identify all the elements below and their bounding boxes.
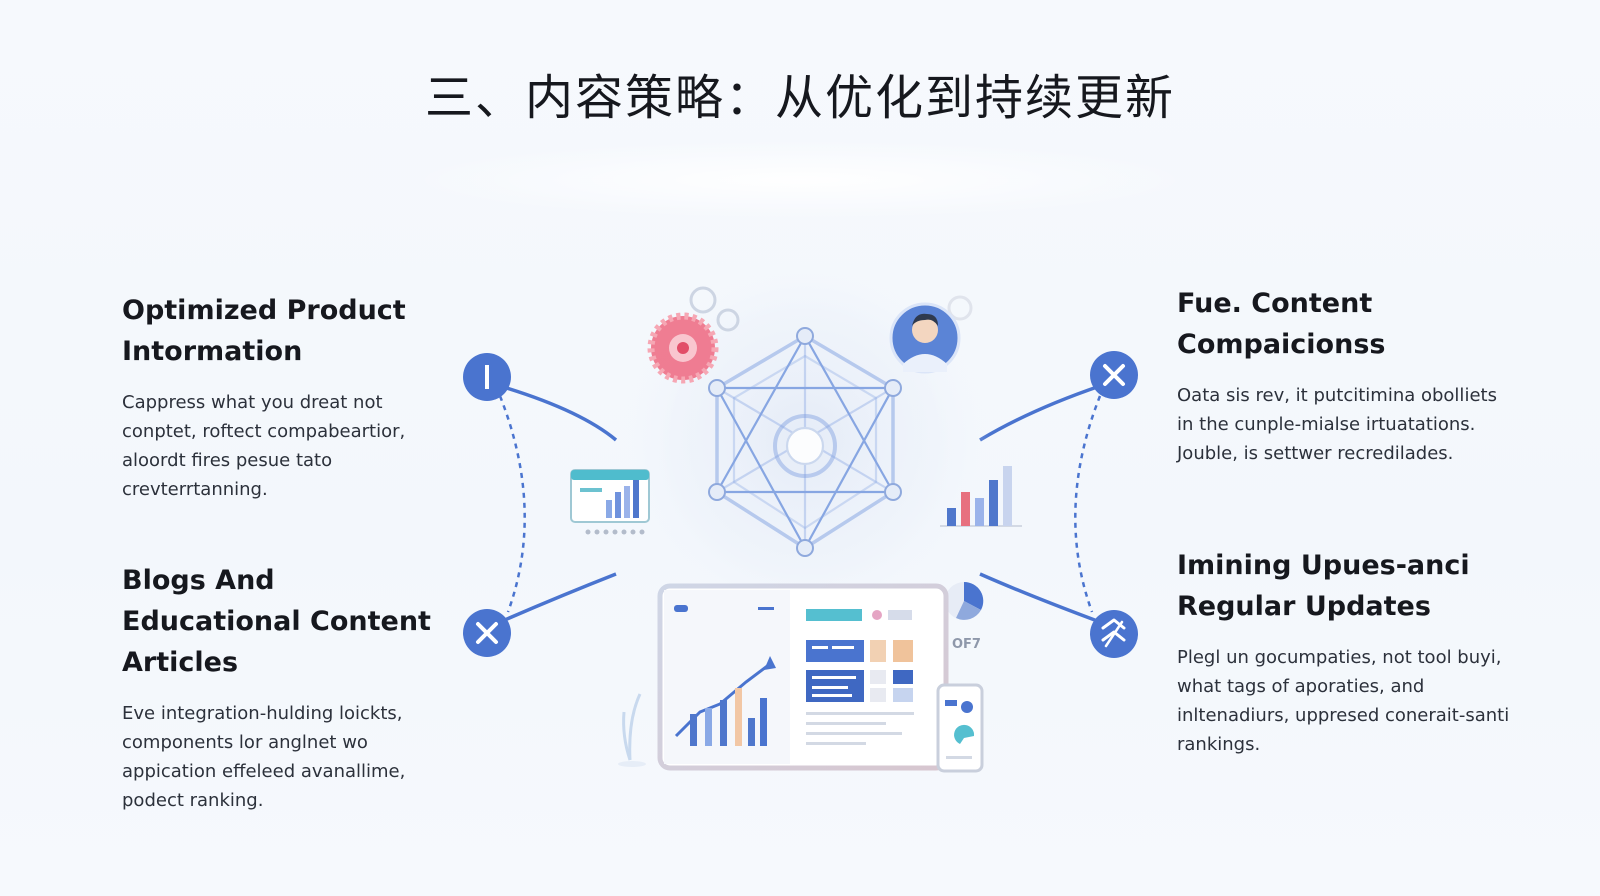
right-bar-chart-icon — [940, 466, 1022, 527]
connector-lines — [498, 384, 1102, 624]
refresh-arrows-icon — [1090, 610, 1138, 658]
section-heading: Optimized Product Intormation — [122, 295, 406, 367]
section-content-compaicionss: Fue. Content Compaicionss Oata sis rev, … — [1177, 283, 1517, 468]
phone-icon — [936, 683, 984, 773]
section-heading: Blogs And Educational Content Articles — [122, 565, 431, 678]
pink-gear-icon — [647, 312, 719, 384]
section-heading: Fue. Content Compaicionss — [1177, 288, 1386, 360]
section-regular-updates: Imining Upues-anci Regular Updates Plegl… — [1177, 545, 1517, 759]
section-body: Eve integration-hulding loickts, compone… — [122, 703, 406, 811]
section-heading: Imining Upues-anci Regular Updates — [1177, 550, 1470, 622]
section-body: Plegl un gocumpaties, not tool buyi, wha… — [1177, 647, 1510, 755]
faded-subtitle — [400, 140, 1200, 220]
avatar — [889, 302, 961, 374]
close-icon — [1090, 351, 1138, 399]
gear-outline-icon — [689, 286, 973, 332]
section-body: Oata sis rev, it putcitimina obolliets i… — [1177, 385, 1497, 464]
section-blogs-articles: Blogs And Educational Content Articles E… — [122, 560, 462, 815]
section-body: Cappress what you dreat not conptet, rof… — [122, 392, 406, 500]
info-icon — [463, 353, 511, 401]
small-bar-chart-icon — [570, 469, 650, 535]
plant-decoration — [618, 693, 646, 767]
network-nodes — [708, 327, 902, 557]
section-optimized-product: Optimized Product Intormation Cappress w… — [122, 290, 462, 504]
page-title: 三、内容策略：从优化到持续更新 — [424, 70, 1175, 126]
pie-chart-icon: OF7 — [945, 581, 984, 652]
close-icon — [463, 609, 511, 657]
dashboard-screen — [657, 583, 949, 771]
chart-label: OF7 — [952, 637, 981, 652]
